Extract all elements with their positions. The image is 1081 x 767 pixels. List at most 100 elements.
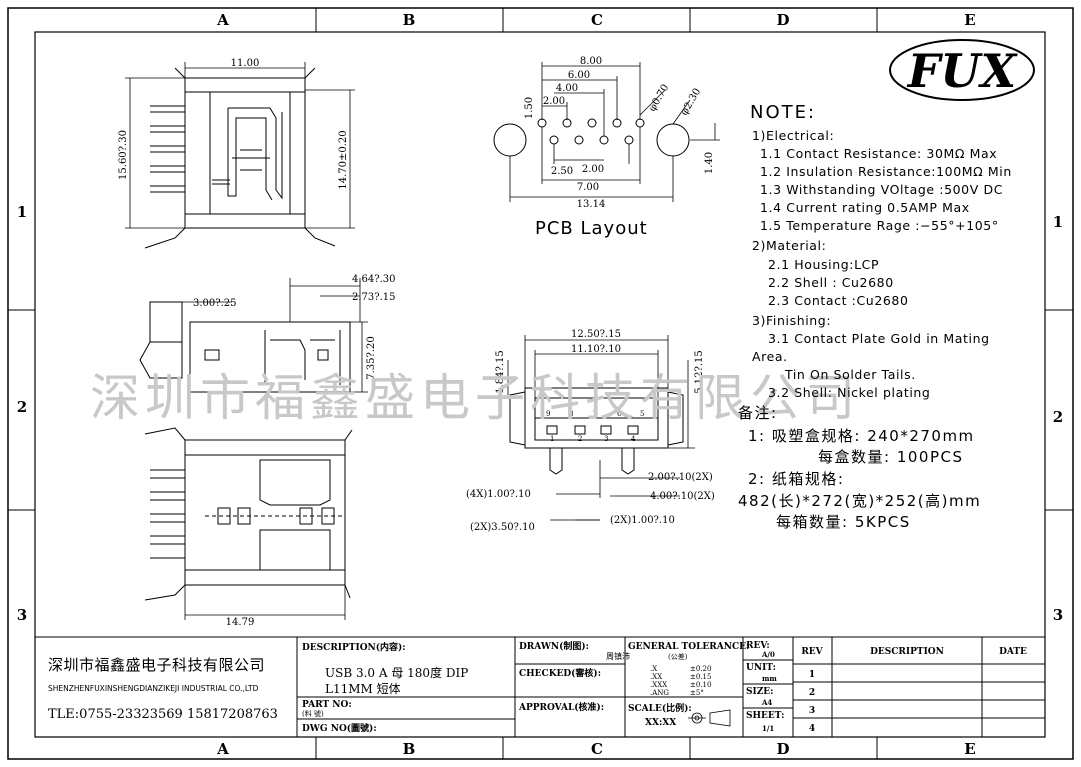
- rev-table-row-4: 4: [809, 724, 815, 734]
- zone-col-b-bottom: B: [403, 740, 416, 758]
- note-line-11: 3)Finishing:: [752, 313, 831, 328]
- tolerance-label: GENERAL TOLERANCE:: [628, 642, 749, 652]
- top-view-height-right-dim: 14.70±0.20: [338, 130, 349, 189]
- note-line-7: 2)Material:: [752, 238, 826, 253]
- zone-row-2-right: 2: [1053, 408, 1063, 426]
- front-pin-9: 9: [546, 410, 550, 418]
- remark-line-1: 1: 吸塑盒规格: 240*270mm: [748, 427, 975, 445]
- front-pin-8: 8: [569, 410, 573, 418]
- scale-label: SCALE(比例):: [628, 702, 692, 714]
- dwg-no-label: DWG NO(圖號):: [302, 722, 377, 734]
- tolerance-key-1: .X: [650, 665, 657, 673]
- side-view-7-35-dim: 7.35?.20: [366, 336, 377, 380]
- note-line-2: 1.1 Contact Resistance: 30MΩ Max: [760, 146, 997, 161]
- note-line-12: 3.1 Contact Plate Gold in Mating: [768, 331, 990, 346]
- approval-label: APPROVAL(核准):: [518, 701, 604, 713]
- tolerance-key-2: .XX: [650, 673, 662, 681]
- note-line-1: 1)Electrical:: [752, 128, 834, 143]
- tolerance-val-4: ±5°: [690, 689, 704, 697]
- front-pin-2: 2: [578, 435, 582, 443]
- company-name-cn: 深圳市福鑫盛电子科技有限公司: [48, 656, 265, 674]
- zone-col-d-bottom: D: [776, 740, 789, 758]
- sheet-value: 1/1: [762, 724, 774, 733]
- tolerance-sub: (公差): [668, 652, 688, 661]
- front-2x-1-00-dim: (2X)1.00?.10: [610, 515, 675, 526]
- tolerance-key-3: .XXX: [650, 681, 667, 689]
- front-2x-3-50-dim: (2X)3.50?.10: [470, 522, 535, 533]
- company-name-en: SHENZHENFUXINSHENGDIANZIKEJI INDUSTRIAL …: [48, 684, 259, 693]
- bottom-view-dims: [184, 585, 346, 620]
- note-line-15: 3.2 Shell: Nickel plating: [768, 385, 930, 400]
- description-line-1: USB 3.0 A 母 180度 DIP: [325, 665, 468, 680]
- pcb-2-50-dim: 2.50: [551, 166, 573, 177]
- side-view-3-00-dim: 3.00?.25: [193, 298, 237, 309]
- top-view-width-dim: 11.00: [231, 58, 260, 69]
- note-line-8: 2.1 Housing:LCP: [768, 257, 879, 272]
- front-pin-1: 1: [550, 435, 554, 443]
- note-line-13: Area.: [752, 349, 788, 364]
- description-label: DESCRIPTION(内容):: [302, 641, 406, 653]
- pcb-layout-title: PCB Layout: [535, 218, 648, 239]
- remark-heading: 备注:: [738, 404, 778, 422]
- pcb-6-00-dim: 6.00: [568, 70, 590, 81]
- side-view-4-64-dim: 4.64?.30: [352, 274, 396, 285]
- pcb-layout-dims: [509, 62, 720, 202]
- pcb-13-14-dim: 13.14: [577, 199, 606, 210]
- zone-col-b-top: B: [403, 11, 416, 29]
- drawn-label: DRAWN(制图):: [519, 640, 589, 652]
- pcb-phi-0-70-dim: φ0.70: [647, 83, 671, 114]
- rev-table-header-rev: REV: [801, 647, 823, 657]
- sheet-label: SHEET:: [746, 711, 784, 721]
- front-pin-5: 5: [640, 410, 644, 418]
- remark-line-5: 每箱数量: 5KPCS: [776, 513, 911, 531]
- side-view-2-73-dim: 2.73?.15: [352, 292, 396, 303]
- checked-label: CHECKED(審核):: [519, 667, 601, 679]
- size-value: A4: [761, 698, 772, 707]
- note-line-6: 1.5 Temperature Rage :−55°+105°: [760, 218, 999, 233]
- description-line-2: L11MM 短体: [325, 682, 401, 696]
- projection-symbol-icon: [688, 709, 731, 727]
- rev-value: A/0: [761, 650, 775, 659]
- zone-row-2-left: 2: [17, 398, 27, 416]
- zone-col-a-top: A: [216, 11, 229, 29]
- top-view-height-left-dim: 15.60?.30: [118, 130, 129, 180]
- drawn-value: 周镇沛: [606, 651, 630, 661]
- bottom-view-width-dim: 14.79: [226, 617, 255, 628]
- remark-line-2: 每盒数量: 100PCS: [818, 448, 964, 466]
- front-2-00x2-dim: 2.00?.10(2X): [648, 472, 713, 483]
- side-view: [139, 301, 351, 393]
- remark-line-4: 482(长)*272(宽)*252(高)mm: [738, 492, 981, 510]
- pcb-2-00-top-dim: 2.00: [543, 96, 565, 107]
- note-line-10: 2.3 Contact :Cu2680: [768, 293, 909, 308]
- rev-table-header-date: DATE: [999, 647, 1027, 657]
- unit-value: mm: [762, 674, 777, 683]
- zone-row-3-left: 3: [17, 606, 27, 624]
- front-11-10-dim: 11.10?.10: [571, 344, 621, 355]
- company-watermark: 深圳市福鑫盛电子科技有限公司: [90, 369, 860, 427]
- size-label: SIZE:: [746, 687, 773, 697]
- zone-col-a-bottom: A: [216, 740, 229, 758]
- front-12-50-dim: 12.50?.15: [571, 329, 621, 340]
- top-view: [144, 67, 336, 249]
- tolerance-val-2: ±0.15: [690, 673, 711, 681]
- part-no-sub: (料 號): [302, 709, 324, 718]
- front-pin-3: 3: [604, 435, 608, 443]
- rev-table-header-description: DESCRIPTION: [870, 647, 944, 657]
- fux-logo-text: FUX: [906, 44, 1019, 98]
- tolerance-val-3: ±0.10: [690, 681, 711, 689]
- fux-logo-ellipse: [889, 39, 1035, 101]
- inner-border: [34, 31, 1046, 738]
- front-5-12-dim: 5.12?.15: [694, 350, 705, 394]
- front-view: [509, 387, 684, 475]
- zone-row-1-left: 1: [17, 203, 27, 221]
- pcb-1-40-dim: 1.40: [704, 152, 715, 174]
- zone-ticks: [8, 8, 1073, 759]
- pcb-4-00-dim: 4.00: [556, 83, 578, 94]
- bottom-view: [144, 427, 353, 601]
- front-pin-7: 7: [593, 410, 597, 418]
- company-tel: TLE:0755-23323569 15817208763: [48, 707, 278, 722]
- scale-value: XX:XX: [645, 718, 676, 728]
- tolerance-key-4: .ANG: [650, 689, 669, 697]
- zone-row-1-right: 1: [1053, 213, 1063, 231]
